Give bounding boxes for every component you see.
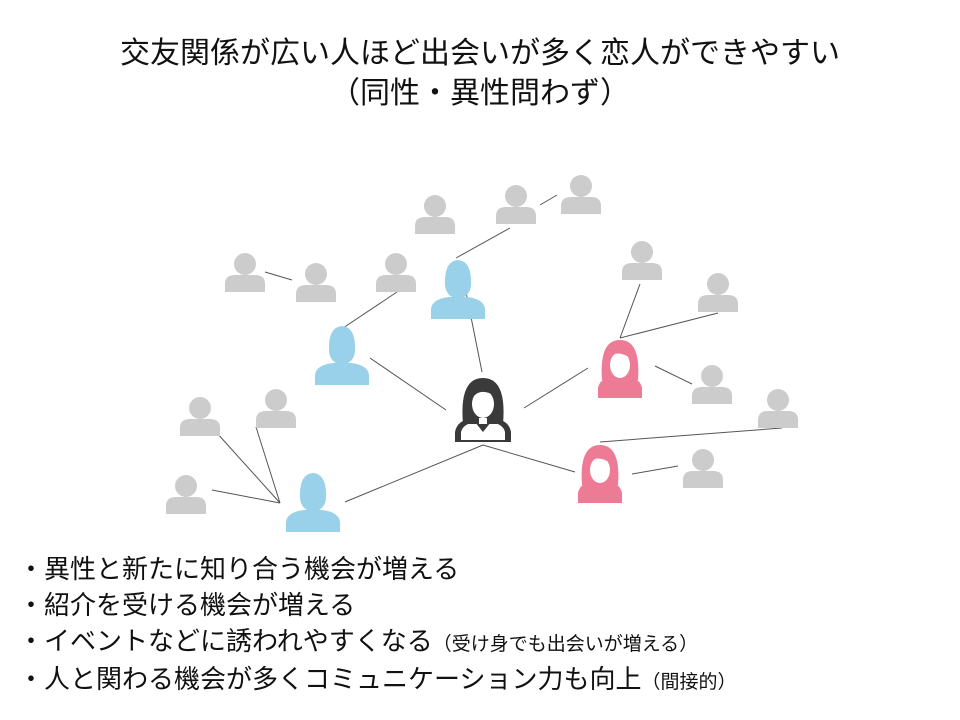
bullet-text: ・異性と新たに知り合う機会が増える — [18, 555, 460, 585]
bullet-item: ・人と関わる機会が多くコミュニケーション力も向上（間接的） — [18, 662, 737, 700]
title-line-1: 交友関係が広い人ほど出会いが多く恋人ができやすい — [120, 36, 840, 71]
person-icon — [180, 397, 220, 436]
bullet-item: ・イベントなどに誘われやすくなる（受け身でも出会いが増える） — [18, 624, 737, 662]
male-friend-icon — [315, 326, 369, 385]
connection-line — [654, 365, 693, 385]
person-icon — [496, 185, 536, 224]
bullet-text: ・イベントなどに誘われやすくなる — [18, 627, 433, 657]
title-line-2: （同性・異性問わず） — [330, 76, 630, 111]
person-icon — [561, 175, 601, 214]
connection-line — [211, 489, 281, 504]
connection-line — [344, 444, 484, 503]
connection-line — [619, 283, 641, 339]
bullet-list: ・異性と新たに知り合う機会が増える ・紹介を受ける機会が増える ・イベントなどに… — [18, 552, 737, 700]
person-icon — [758, 389, 798, 428]
person-icon — [376, 253, 416, 292]
slide-title: 交友関係が広い人ほど出会いが多く恋人ができやすい （同性・異性問わず） — [0, 34, 960, 114]
connection-line — [539, 194, 558, 206]
person-icon — [256, 389, 296, 428]
person-icon — [698, 273, 738, 312]
connection-line — [631, 465, 679, 475]
bullet-text: ・人と関わる機会が多くコミュニケーション力も向上 — [18, 665, 642, 695]
person-icon — [692, 365, 732, 404]
person-icon — [166, 475, 206, 514]
self-person-icon — [455, 378, 511, 442]
bullet-note: （受け身でも出会いが増える） — [432, 633, 699, 655]
connection-line — [339, 291, 398, 331]
male-friend-icon — [286, 473, 340, 532]
connection-line — [523, 367, 589, 409]
connection-line — [599, 427, 783, 443]
connection-line — [619, 312, 719, 339]
connection-lines — [206, 194, 783, 504]
female-friend-icon — [598, 340, 642, 398]
connection-line — [255, 426, 281, 504]
connection-line — [455, 227, 511, 259]
person-icon — [415, 195, 455, 234]
person-icon — [683, 449, 723, 488]
person-icon — [622, 241, 662, 280]
person-nodes — [166, 175, 798, 532]
connection-line — [369, 357, 447, 411]
bullet-note: （間接的） — [641, 671, 737, 693]
female-friend-icon — [578, 445, 622, 503]
bullet-item: ・紹介を受ける機会が増える — [18, 588, 737, 624]
person-icon — [296, 263, 336, 302]
connection-line — [264, 271, 293, 281]
bullet-text: ・紹介を受ける機会が増える — [18, 591, 356, 621]
connection-line — [482, 444, 576, 473]
male-friend-icon — [431, 260, 485, 319]
bullet-item: ・異性と新たに知り合う機会が増える — [18, 552, 737, 588]
person-icon — [225, 253, 265, 292]
